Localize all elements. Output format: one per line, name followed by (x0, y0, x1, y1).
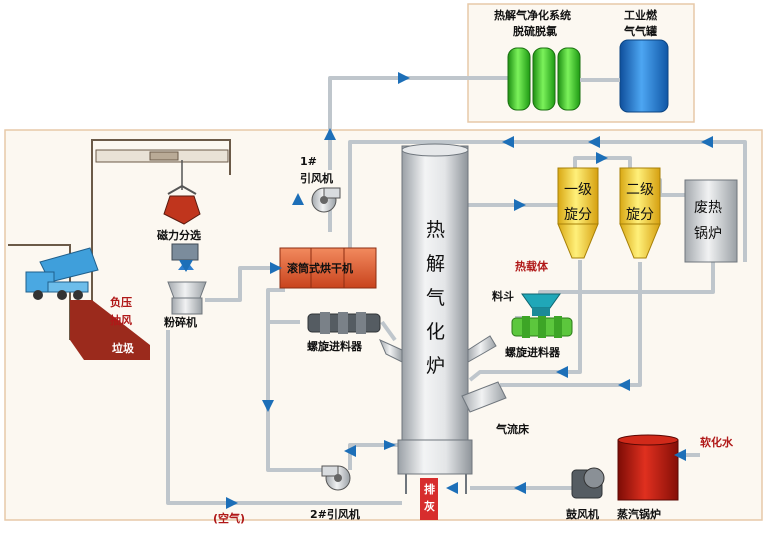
crane-trolley (149, 151, 179, 161)
cyclone2-label-line2: 旋分 (626, 207, 654, 223)
fan1-label-line1: 1# (300, 155, 317, 168)
flow-arrows (179, 72, 713, 509)
ash-label-line1: 排 (424, 482, 435, 496)
screw-feeder-right-label: 螺旋进料器 (505, 345, 561, 359)
crusher (167, 281, 207, 315)
ash-label-line2: 灰 (424, 499, 435, 513)
heat-carrier-hopper (521, 293, 561, 316)
fan1-induced-draft-fan (311, 187, 341, 213)
hopper-label: 料斗 (492, 289, 514, 303)
cyclone-2 (619, 167, 661, 259)
heat-carrier-label: 热载体 (515, 259, 549, 273)
gasifier-label-5: 炉 (426, 355, 445, 377)
cyclone-1 (557, 167, 599, 259)
magnetic-separation-label: 磁力分选 (157, 228, 201, 242)
screw-feeder-left-label: 螺旋进料器 (307, 339, 363, 353)
negative-pressure-label-line1: 负压 (110, 295, 132, 309)
gasifier-label-1: 热 (426, 219, 445, 241)
pyrolysis-gasifier (379, 143, 507, 494)
garbage-label: 垃圾 (112, 341, 135, 355)
crusher-label: 粉碎机 (164, 315, 197, 329)
negative-pressure-label-line2: 抽风 (110, 313, 132, 327)
fan2-label: 2#引风机 (310, 507, 360, 521)
fan2-induced-draft-fan (321, 465, 351, 491)
gasifier-label-4: 化 (426, 321, 445, 343)
screw-feeder-right (511, 316, 573, 338)
cyclone2-label-line1: 二级 (626, 182, 654, 198)
fan1-label-line2: 引风机 (300, 171, 333, 185)
cyclone1-label-line1: 一级 (564, 182, 592, 198)
screw-feeder-left (307, 312, 381, 334)
blower (571, 467, 605, 499)
garbage-pit (70, 300, 150, 360)
fuel-tank-label-line1: 工业燃 (624, 8, 658, 22)
waste-heat-boiler-label-line1: 废热 (694, 200, 722, 216)
purification-tanks (507, 39, 669, 113)
grab-bucket (163, 184, 201, 225)
steam-boiler (617, 434, 679, 501)
waste-heat-boiler-label-line2: 锅炉 (694, 226, 722, 242)
waste-heat-boiler (684, 179, 738, 263)
gasifier-label-2: 解 (426, 253, 445, 275)
drum-dryer (279, 247, 377, 289)
magnetic-separator (171, 243, 199, 261)
fuel-tank-label-line2: 气气罐 (623, 24, 657, 38)
gasifier-label-3: 气 (426, 287, 445, 309)
purification-label-line1: 热解气净化系统 (494, 8, 571, 22)
airflow-bed-label: 气流床 (495, 422, 530, 436)
blower-label: 鼓风机 (566, 507, 599, 521)
steam-boiler-label: 蒸汽锅炉 (617, 507, 661, 521)
ash-outlet (420, 478, 438, 520)
drum-dryer-label: 滚筒式烘干机 (287, 261, 353, 275)
purification-label-line2: 脱硫脱氯 (513, 24, 557, 38)
garbage-truck (25, 247, 99, 300)
cyclone1-label-line2: 旋分 (564, 207, 592, 223)
softened-water-label: 软化水 (700, 435, 734, 449)
air-label: (空气) (213, 511, 245, 525)
